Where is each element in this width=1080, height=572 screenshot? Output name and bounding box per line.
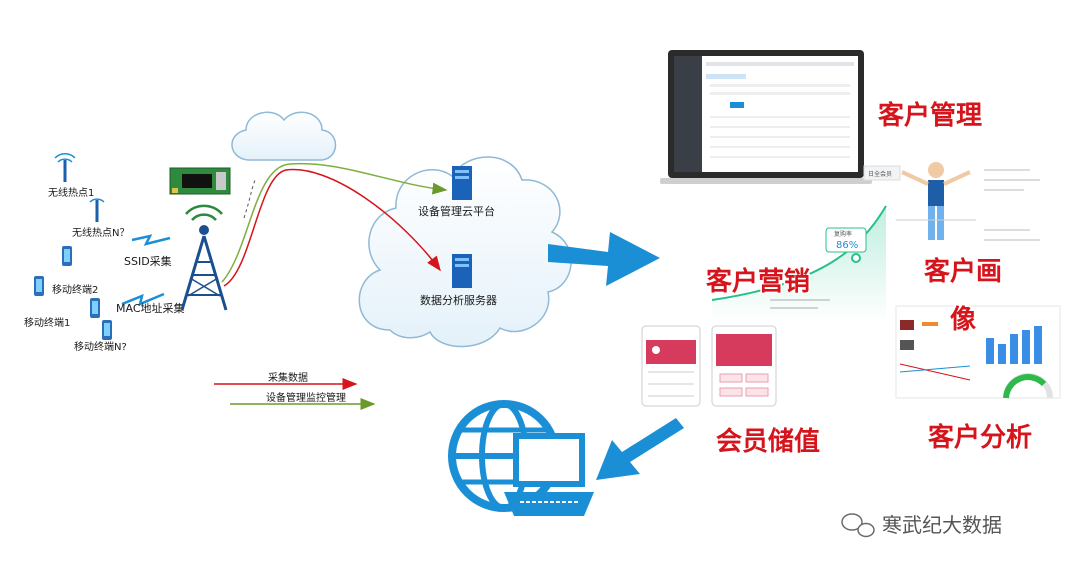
module-member: 会员储值 <box>716 426 820 457</box>
module-analysis: 客户分析 <box>928 422 1032 453</box>
hotspot-n-label: 无线热点N？ <box>72 226 129 239</box>
portrait-tag: 日全会员 <box>868 170 892 178</box>
mac-label: MAC地址采集 <box>116 301 185 315</box>
small-cloud-icon <box>231 111 337 161</box>
wechat-icon <box>841 513 875 538</box>
analysis-screenshot <box>895 305 1061 399</box>
terminal-2-label: 移动终端2 <box>52 283 98 296</box>
hotspot-1-label: 无线热点1 <box>48 186 94 199</box>
marketing-card-label: 复购率 <box>834 230 852 238</box>
laptop-icon <box>504 433 594 516</box>
mobile-terminal-icon <box>62 246 72 266</box>
right-arrow-icon <box>548 232 660 286</box>
ssid-label: SSID采集 <box>124 254 172 268</box>
customer-management-screenshot <box>660 50 872 184</box>
monitor-flow-line <box>221 162 448 283</box>
module-customer-management: 客户管理 <box>878 100 982 131</box>
hotspot-1-icon <box>54 153 76 182</box>
hotspot-n-icon <box>89 198 105 222</box>
legend-monitor-label: 设备管理监控管理 <box>266 391 346 404</box>
wireless-signal-icon <box>131 234 171 246</box>
marketing-screenshot <box>711 205 887 322</box>
module-marketing: 客户营销 <box>706 266 810 297</box>
legend-collect-label: 采集数据 <box>268 371 308 384</box>
module-portrait-line2: 像 <box>950 305 977 335</box>
member-phone-screenshot <box>641 325 701 407</box>
mobile-terminal-icon <box>34 276 44 296</box>
cloud-platform-icon <box>358 156 572 348</box>
wireless-signal-icon <box>121 292 165 307</box>
member-phone-screenshot <box>711 325 777 407</box>
dotted-link-line <box>243 177 257 219</box>
watermark-text: 寒武纪大数据 <box>882 513 1002 537</box>
signal-tower-icon <box>180 204 228 311</box>
mobile-terminal-icon <box>90 298 100 318</box>
marketing-card-value: 86% <box>836 240 858 251</box>
terminal-n-label: 移动终端N? <box>74 340 127 353</box>
platform-label: 设备管理云平台 <box>418 204 495 218</box>
terminal-1-label: 移动终端1 <box>24 316 70 329</box>
collect-flow-line <box>223 168 441 287</box>
down-left-arrow-icon <box>596 418 684 480</box>
analysis-server-icon <box>452 254 472 288</box>
platform-server-icon <box>452 166 472 200</box>
portrait-screenshot <box>863 162 1040 241</box>
module-portrait-line1: 客户画 <box>924 256 1002 287</box>
mobile-terminal-icon <box>102 320 112 340</box>
server-label: 数据分析服务器 <box>420 293 497 307</box>
wifi-probe-chip-icon <box>169 167 231 195</box>
